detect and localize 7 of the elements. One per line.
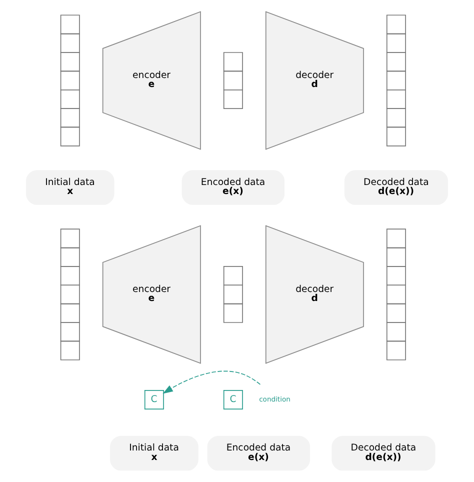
node-box: encoder e (102, 11, 201, 150)
node-box: decoder d (265, 225, 364, 364)
arrow (162, 370, 261, 394)
node-box: C (144, 390, 164, 410)
node-box: C (223, 390, 243, 410)
node-box: encoder e (102, 225, 201, 364)
node-box: decoder d (265, 11, 364, 150)
